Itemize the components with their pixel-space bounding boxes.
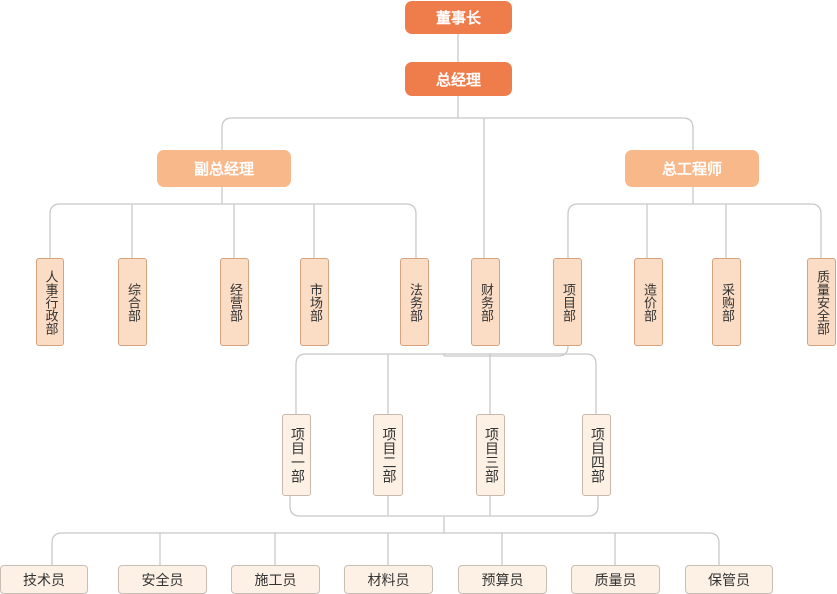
dept-project: 项目部 [553,258,582,346]
project-branch-label: 项目三部 [483,427,499,483]
project-branch-4: 项目四部 [582,414,611,496]
project-branch-3: 项目三部 [476,414,505,496]
dept-cost-label: 造价部 [641,282,656,322]
project-branch-2: 项目二部 [373,414,403,496]
staff-storekeeper: 保管员 [685,565,773,594]
staff-budgeter: 预算员 [458,565,547,594]
general-manager-node: 总经理 [405,62,512,96]
staff-quality-officer: 质量员 [571,565,660,594]
project-branch-label: 项目一部 [289,427,305,483]
project-branch-1: 项目一部 [282,414,311,496]
dept-quality-safety: 质量安全部 [807,258,836,346]
dept-legal: 法务部 [400,258,429,346]
dept-quality-safety-label: 质量安全部 [814,269,829,335]
dept-general: 综合部 [118,258,147,346]
staff-material-officer: 材料员 [344,565,433,594]
chief-engineer-node: 总工程师 [625,150,759,187]
dept-general-label: 综合部 [125,282,140,322]
dept-purchase: 采购部 [712,258,741,346]
dept-finance-label: 财务部 [478,282,493,322]
staff-technician: 技术员 [0,565,88,594]
dept-legal-label: 法务部 [407,282,422,322]
staff-safety-officer: 安全员 [118,565,207,594]
deputy-general-manager-node: 副总经理 [157,150,291,187]
dept-cost: 造价部 [634,258,663,346]
project-branch-label: 项目四部 [589,427,605,483]
dept-project-label: 项目部 [560,282,575,322]
dept-market-label: 市场部 [307,282,322,322]
chairman-node: 董事长 [405,1,512,34]
staff-constructor: 施工员 [231,565,320,594]
dept-finance: 财务部 [471,258,500,346]
dept-business-label: 经营部 [227,282,242,322]
dept-business: 经营部 [220,258,249,346]
dept-hr-label: 人事行政部 [42,269,58,335]
dept-market: 市场部 [300,258,329,346]
project-branch-label: 项目二部 [380,427,397,483]
dept-purchase-label: 采购部 [719,282,734,322]
dept-hr: 人事行政部 [36,258,64,346]
